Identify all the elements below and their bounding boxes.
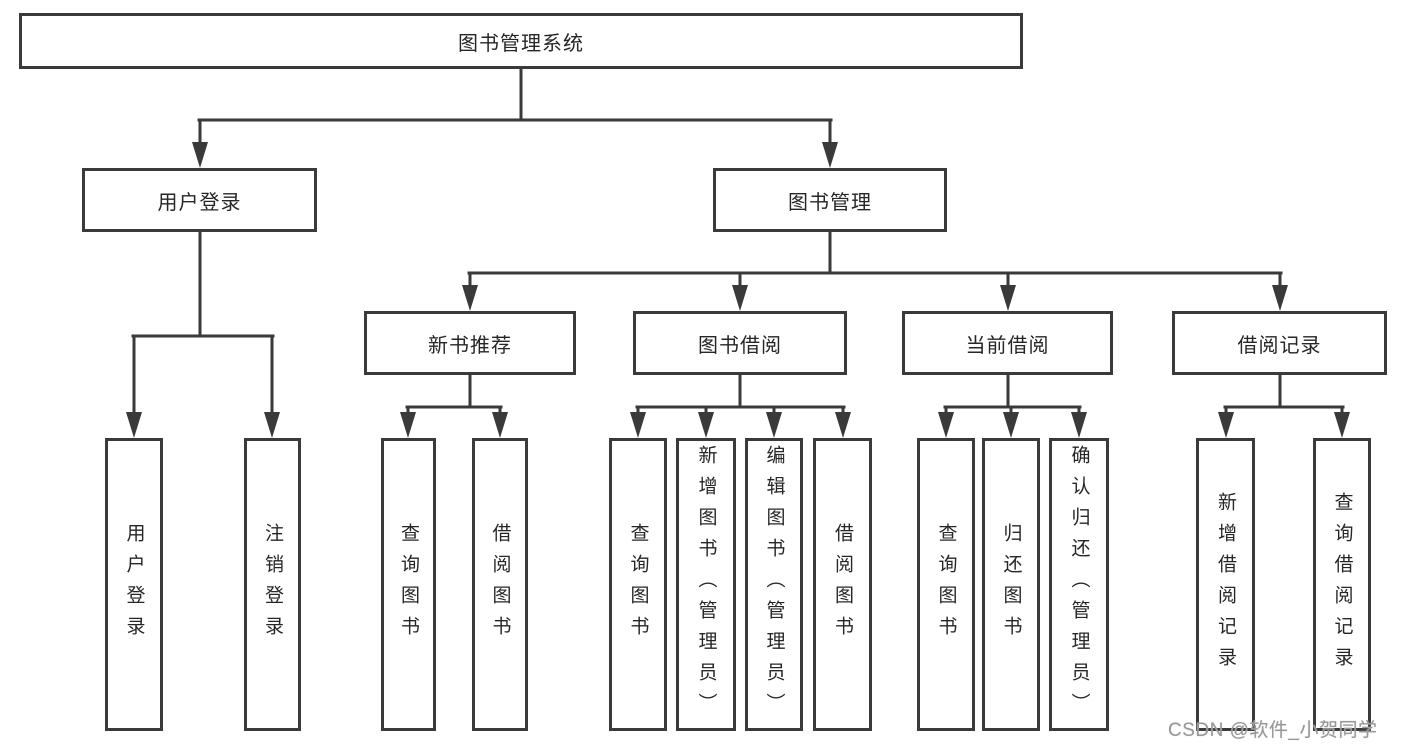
- leaf-edit-book-admin: 编辑图书（管理员）: [745, 438, 803, 731]
- node-user-login: 用户登录: [82, 168, 317, 232]
- node-book-borrowing: 图书借阅: [633, 311, 847, 375]
- node-label: 查询图书: [627, 522, 649, 647]
- leaf-query-books-borrowing: 查询图书: [609, 438, 667, 731]
- node-label: 借阅图书: [489, 522, 511, 647]
- node-label: 注销登录: [262, 522, 283, 647]
- node-label: 图书管理系统: [458, 32, 584, 55]
- connector-borrowing-records-children: [1218, 373, 1350, 438]
- leaf-query-books-current: 查询图书: [917, 438, 975, 731]
- node-label: 图书借阅: [698, 334, 782, 357]
- node-label: 当前借阅: [965, 334, 1050, 357]
- node-label: 借阅图书: [832, 522, 853, 647]
- leaf-query-books-recommend: 查询图书: [381, 438, 436, 731]
- leaf-borrow-books-borrowing: 借阅图书: [813, 438, 872, 731]
- leaf-add-book-admin: 新增图书（管理员）: [676, 438, 736, 731]
- connector-new-book-recommend-children: [400, 373, 508, 438]
- csdn-watermark: CSDN @软件_小贺同学: [1168, 720, 1378, 741]
- connector-book-borrowing-children: [630, 373, 851, 438]
- node-label: 新增借阅记录: [1215, 491, 1236, 678]
- connector-book-management-children: [462, 230, 1288, 311]
- leaf-confirm-return-admin: 确认归还（管理员）: [1049, 438, 1109, 731]
- leaf-query-borrow-record: 查询借阅记录: [1313, 438, 1371, 731]
- node-label: 确认归还（管理员）: [1068, 445, 1090, 724]
- node-label: 查询图书: [398, 522, 419, 647]
- node-library-management-system: 图书管理系统: [19, 13, 1023, 69]
- node-label: 用户登录: [123, 522, 145, 647]
- leaf-borrow-books-recommend: 借阅图书: [472, 438, 528, 731]
- node-label: 查询图书: [935, 522, 957, 647]
- node-label: 借阅记录: [1237, 334, 1322, 357]
- leaf-user-login: 用户登录: [105, 438, 163, 731]
- node-label: 归还图书: [1000, 522, 1022, 647]
- node-borrowing-records: 借阅记录: [1172, 311, 1387, 375]
- leaf-add-borrow-record: 新增借阅记录: [1196, 438, 1255, 731]
- node-new-book-recommend: 新书推荐: [364, 311, 576, 375]
- node-label: 用户登录: [157, 191, 242, 214]
- connector-root-to-level2: [192, 66, 838, 168]
- node-book-management: 图书管理: [713, 168, 947, 232]
- node-label: 图书管理: [788, 191, 872, 214]
- node-label: 查询借阅记录: [1331, 491, 1353, 678]
- leaf-logout: 注销登录: [244, 438, 301, 731]
- leaf-return-books: 归还图书: [982, 438, 1040, 731]
- node-label: 新增图书（管理员）: [695, 445, 717, 724]
- connector-user-login-children: [126, 230, 280, 438]
- connector-current-borrowing-children: [938, 373, 1087, 438]
- node-current-borrowing: 当前借阅: [902, 311, 1113, 375]
- node-label: 新书推荐: [428, 334, 512, 357]
- node-label: 编辑图书（管理员）: [763, 445, 785, 724]
